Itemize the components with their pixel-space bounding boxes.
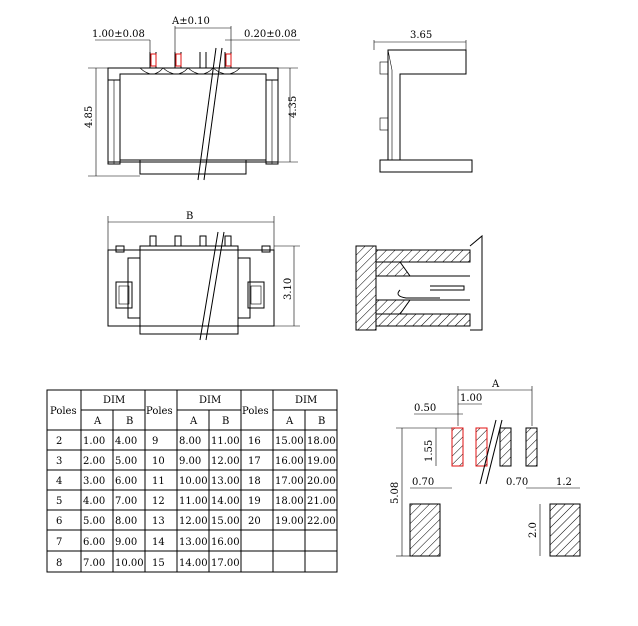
dim-mount-width: 1.2 — [556, 477, 572, 488]
table-cell: 10.00 — [115, 558, 144, 569]
table-dim-header-3: DIM — [295, 395, 317, 406]
table-col-b-2: B — [222, 416, 229, 427]
table-cell: 12.00 — [179, 516, 208, 527]
table-cell: 2 — [56, 436, 62, 447]
table-cell: 3 — [56, 456, 62, 467]
table-cell: 11 — [152, 476, 165, 487]
table-cell: 22.00 — [307, 516, 336, 527]
dim-mount-height: 2.0 — [528, 522, 539, 538]
table-cell: 14.00 — [211, 496, 240, 507]
table-cell: 16.00 — [211, 537, 240, 548]
table-cell: 8.00 — [115, 516, 137, 527]
table-poles-header-2: Poles — [146, 406, 173, 417]
table-cell: 9.00 — [115, 537, 137, 548]
dim-total-height: 5.08 — [390, 482, 401, 504]
table-cell: 16.00 — [275, 456, 304, 467]
table-poles-header-1: Poles — [50, 406, 77, 417]
table-cell: 18 — [248, 476, 261, 487]
table-cell: 6 — [56, 516, 62, 527]
table-cell: 5 — [56, 496, 62, 507]
dim-gap-right: 0.70 — [506, 477, 528, 488]
table-cell: 8.00 — [179, 436, 201, 447]
table-cell: 2.00 — [83, 456, 105, 467]
table-col-a-1: A — [93, 416, 102, 427]
table-cell: 19.00 — [275, 516, 304, 527]
table-cell: 8 — [56, 558, 62, 569]
table-cell: 15 — [152, 558, 165, 569]
table-cell: 20.00 — [307, 476, 336, 487]
table-cell: 15.00 — [275, 436, 304, 447]
table-poles-header-3: Poles — [242, 406, 269, 417]
table-col-b-3: B — [318, 416, 325, 427]
table-cell: 16 — [248, 436, 261, 447]
table-cell: 10 — [152, 456, 165, 467]
table-cell: 13.00 — [179, 537, 208, 548]
table-cell: 13.00 — [211, 476, 240, 487]
dim-pitch-left: 1.00±0.08 — [92, 29, 145, 40]
dim-height-inner: 4.35 — [288, 96, 299, 118]
table-cell: 1.00 — [83, 436, 105, 447]
table-cell: 17.00 — [211, 558, 240, 569]
table-cell: 11.00 — [211, 436, 240, 447]
front-view: B 3.10 — [107, 211, 300, 341]
table-cell: 11.00 — [179, 496, 208, 507]
dim-pad-length: 1.55 — [424, 440, 435, 462]
dim-depth: 3.65 — [410, 30, 432, 41]
table-cell: 14.00 — [179, 558, 208, 569]
table-cell: 18.00 — [275, 496, 304, 507]
table-cell: 21.00 — [307, 496, 336, 507]
section-view — [355, 234, 483, 331]
table-cell: 12.00 — [211, 456, 240, 467]
dim-gap-left: 0.70 — [412, 477, 434, 488]
table-cell: 12 — [152, 496, 165, 507]
table-cell: 9 — [152, 436, 158, 447]
table-cell: 4.00 — [83, 496, 105, 507]
table-cell: 19.00 — [307, 456, 336, 467]
table-cell: 10.00 — [179, 476, 208, 487]
dim-footprint-a: A — [491, 379, 500, 390]
top-view: 1.00±0.08 A±0.10 0.20±0.08 4.85 4.35 — [84, 16, 300, 181]
dim-height-outer: 4.85 — [84, 106, 95, 128]
table-col-a-2: A — [189, 416, 198, 427]
dim-footprint-pitch: 1.00 — [460, 393, 482, 404]
table-cell: 6.00 — [115, 476, 137, 487]
table-cell: 17.00 — [275, 476, 304, 487]
table-cell: 9.00 — [179, 456, 201, 467]
table-cell: 13 — [152, 516, 165, 527]
table-cell: 5.00 — [83, 516, 105, 527]
table-cell: 7.00 — [83, 558, 105, 569]
pcb-footprint: A 1.00 0.50 1.55 5.08 0.70 0.70 1.2 2.0 — [390, 379, 581, 557]
dim-a-top: A±0.10 — [171, 16, 210, 27]
table-cell: 5.00 — [115, 456, 137, 467]
table-cell: 4.00 — [115, 436, 137, 447]
side-view: 3.65 — [373, 30, 473, 173]
table-col-b-1: B — [126, 416, 133, 427]
table-cell: 15.00 — [211, 516, 240, 527]
table-cell: 7.00 — [115, 496, 137, 507]
table-cell: 19 — [248, 496, 261, 507]
table-cell: 18.00 — [307, 436, 336, 447]
table-dim-header-1: DIM — [103, 395, 125, 406]
table-cell: 7 — [56, 537, 62, 548]
table-cell: 6.00 — [83, 537, 105, 548]
table-cell: 20 — [248, 516, 261, 527]
table-dim-header-2: DIM — [199, 395, 221, 406]
table-cell: 3.00 — [83, 476, 105, 487]
table-cell: 4 — [56, 476, 62, 487]
dim-pad-width: 0.50 — [414, 403, 436, 414]
dim-front-height: 3.10 — [283, 278, 294, 300]
table-col-a-3: A — [285, 416, 294, 427]
table-cell: 14 — [152, 537, 165, 548]
dim-pin-width: 0.20±0.08 — [244, 29, 297, 40]
table-cell: 17 — [248, 456, 261, 467]
dimension-table: Poles Poles Poles DIM DIM DIM A B A B A … — [46, 389, 338, 573]
dim-b: B — [186, 211, 193, 222]
